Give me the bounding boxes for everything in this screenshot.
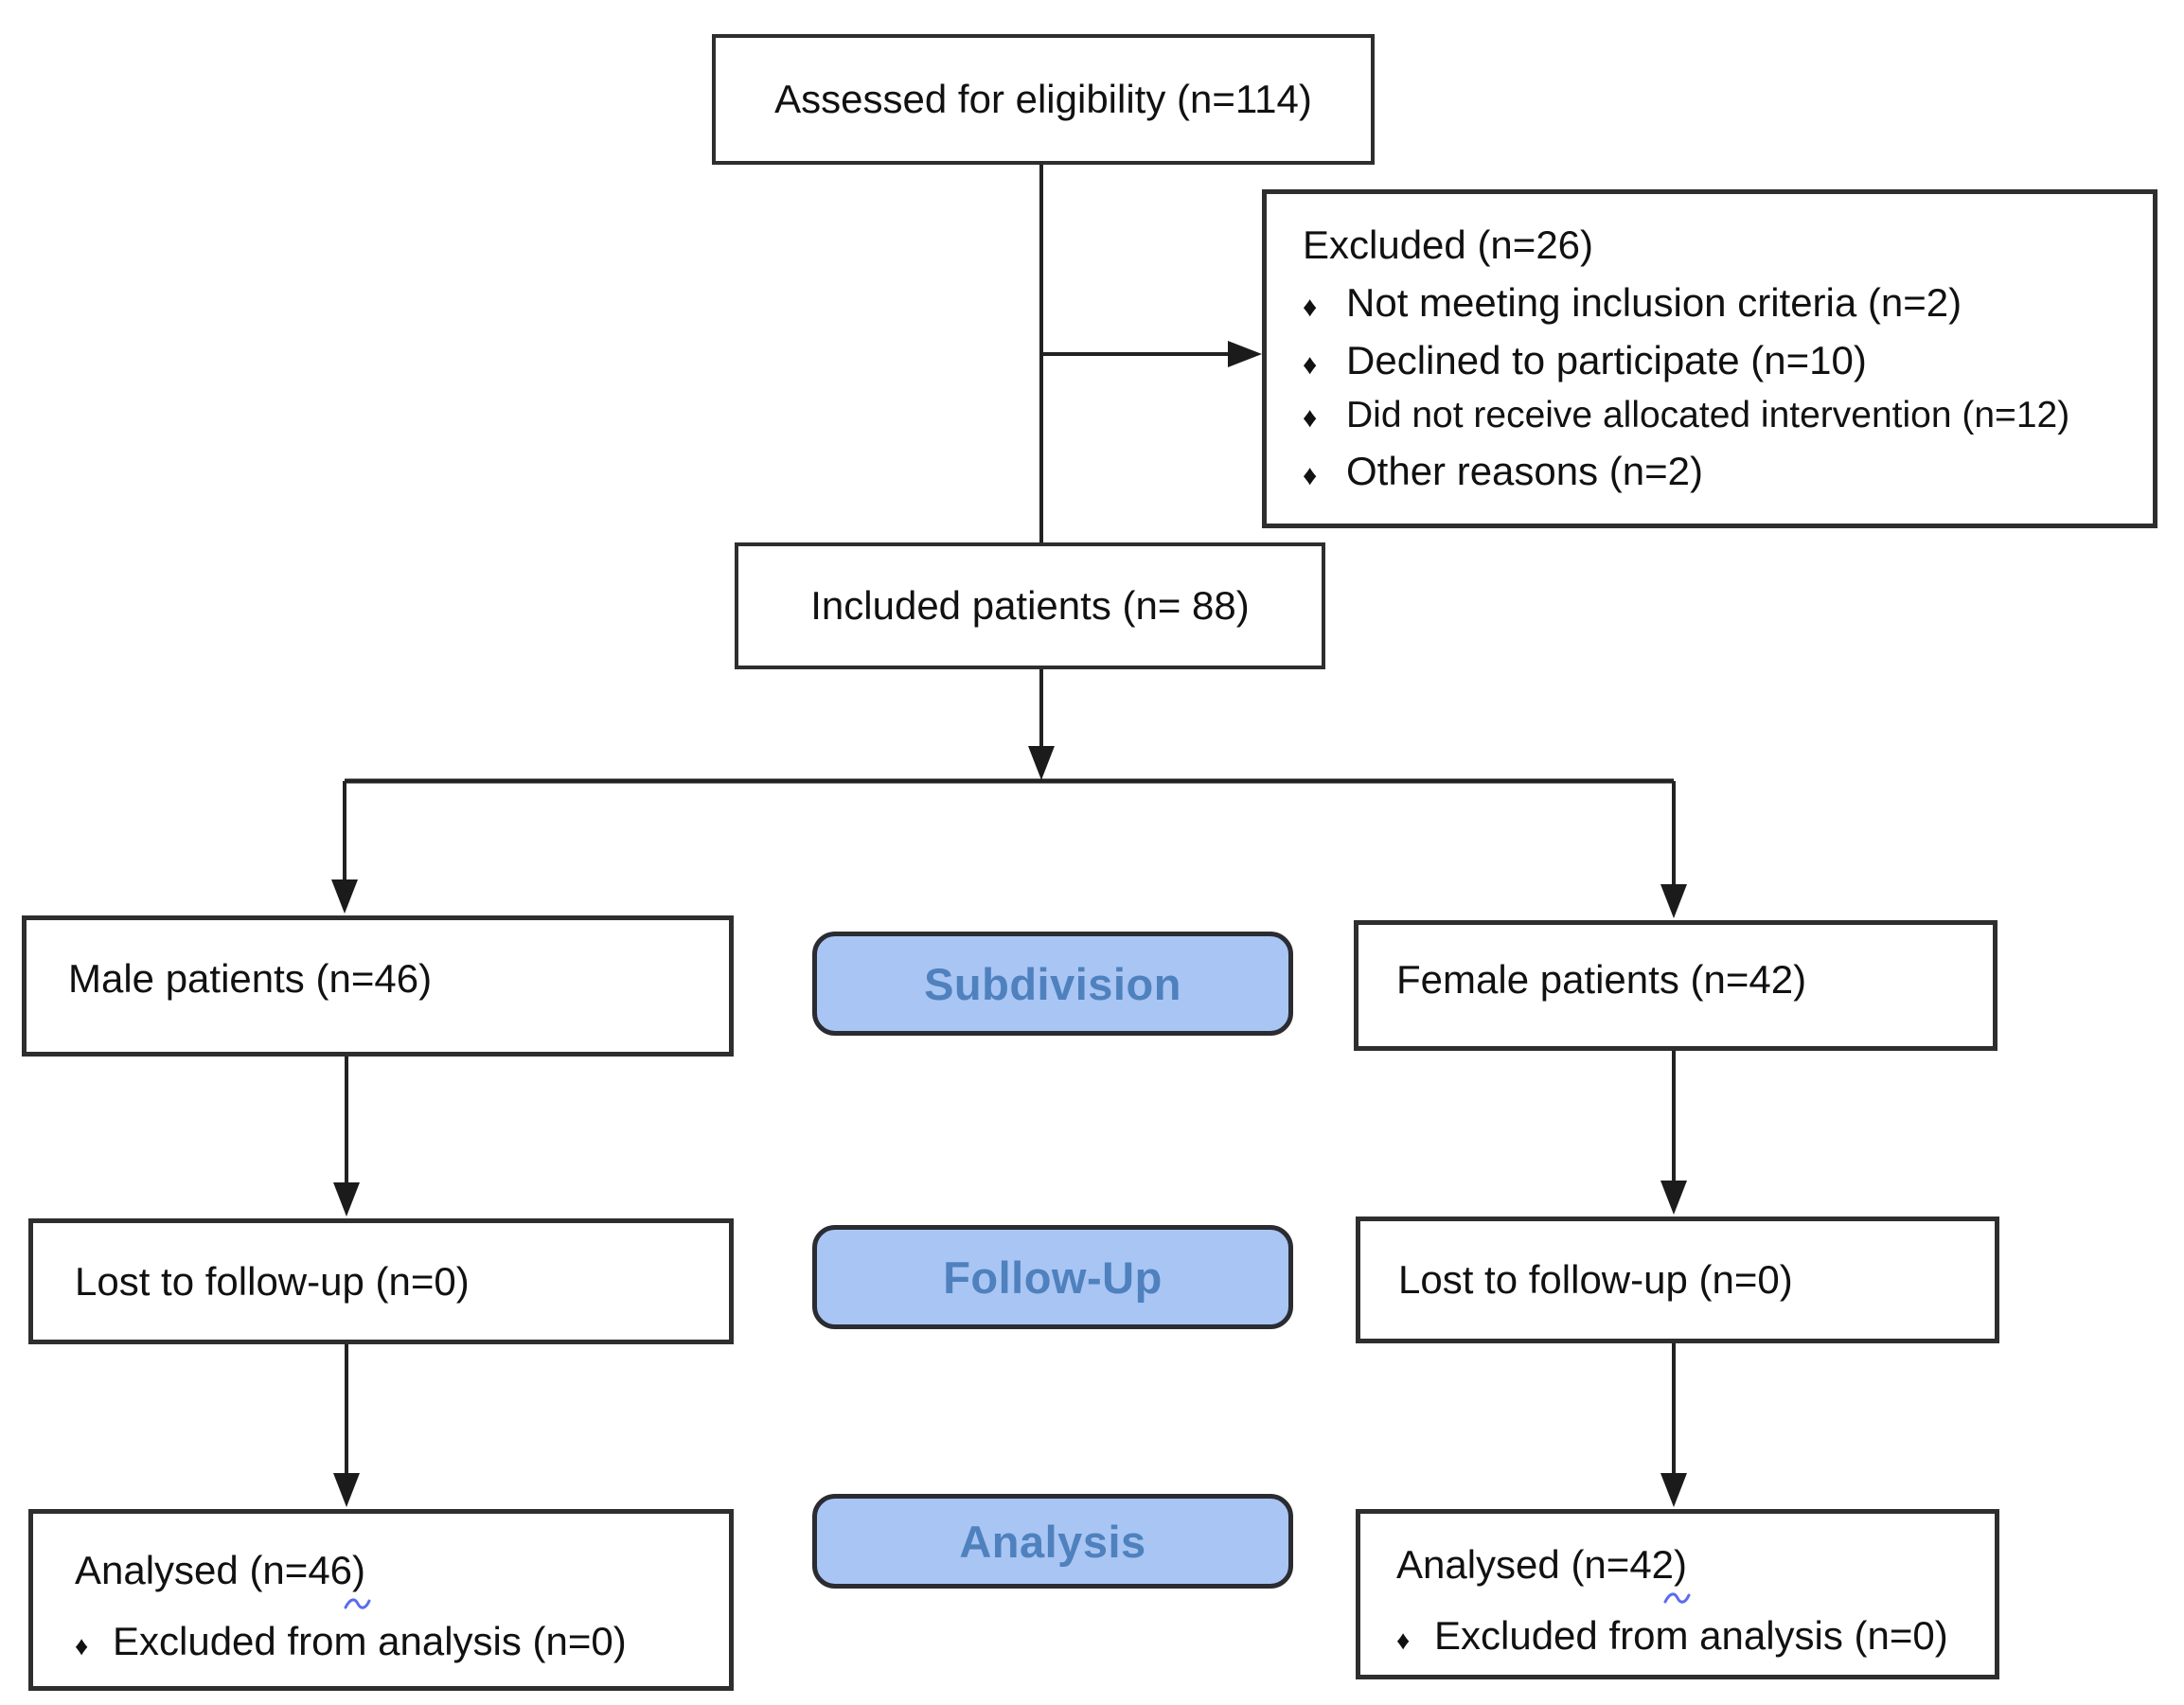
diamond-bullet-icon: ♦ [1303,291,1318,323]
excluded-title: Excluded (n=26) [1303,222,1594,268]
excluded-item: ♦ Did not receive allocated intervention… [1303,393,2124,439]
arrowhead-excluded-icon [1228,341,1262,367]
analysed-left-item: ♦ Excluded from analysis (n=0) [75,1617,710,1667]
lost-right-label: Lost to follow-up (n=0) [1398,1257,1793,1302]
node-lost-followup-right: Lost to follow-up (n=0) [1356,1217,1999,1343]
node-excluded: Excluded (n=26) ♦ Not meeting inclusion … [1262,189,2157,528]
stage-label-analysis: Analysis [812,1494,1293,1589]
followup-label: Follow-Up [943,1252,1163,1303]
node-female-patients: Female patients (n=42) [1354,920,1998,1051]
node-male-patients: Male patients (n=46) [22,915,734,1057]
stage-label-subdivision: Subdivision [812,932,1293,1036]
excluded-item-label: Did not receive allocated intervention (… [1346,395,2070,436]
female-label: Female patients (n=42) [1396,957,1807,1002]
arrowhead-analysed-right-icon [1660,1473,1687,1507]
analysed-left-item-label: Excluded from analysis (n=0) [113,1618,627,1663]
analysed-left-title: Analysed (n=46) [75,1548,366,1592]
diamond-bullet-icon: ♦ [1303,348,1318,381]
diamond-bullet-icon: ♦ [1396,1625,1411,1655]
arrowhead-lost-right-icon [1660,1181,1687,1215]
node-assessed-eligibility: Assessed for eligibility (n=114) [712,34,1375,165]
diamond-bullet-icon: ♦ [75,1630,89,1661]
node-analysed-right: Analysed (n=42) ♦ Excluded from analysis… [1356,1509,1999,1679]
analysed-left-title-wrap: Analysed (n=46) [75,1546,371,1609]
excluded-item-label: Other reasons (n=2) [1346,449,1704,494]
diamond-bullet-icon: ♦ [1303,402,1318,435]
assessed-label: Assessed for eligibility (n=114) [774,76,1312,121]
analysed-right-title-wrap: Analysed (n=42) [1396,1540,1691,1604]
node-included-patients: Included patients (n= 88) [735,542,1325,669]
arrowhead-split-icon [1028,746,1055,780]
stage-label-followup: Follow-Up [812,1225,1293,1329]
excluded-item: ♦ Not meeting inclusion criteria (n=2) [1303,278,2124,329]
excluded-item-label: Not meeting inclusion criteria (n=2) [1346,279,1962,325]
excluded-item-label: Declined to participate (n=10) [1346,337,1867,382]
analysed-right-title: Analysed (n=42) [1396,1542,1688,1587]
analysed-right-item-label: Excluded from analysis (n=0) [1434,1612,1948,1658]
excluded-item: ♦ Declined to participate (n=10) [1303,336,2124,386]
spellcheck-squiggle-icon [344,1597,371,1609]
excluded-item: ♦ Other reasons (n=2) [1303,447,2124,497]
analysis-label: Analysis [959,1516,1146,1567]
included-label: Included patients (n= 88) [810,582,1250,628]
arrowhead-female-icon [1660,884,1687,918]
arrowhead-analysed-left-icon [333,1473,360,1507]
node-lost-followup-left: Lost to follow-up (n=0) [28,1218,734,1344]
lost-left-label: Lost to follow-up (n=0) [75,1259,470,1304]
male-label: Male patients (n=46) [68,956,433,1001]
analysed-right-item: ♦ Excluded from analysis (n=0) [1396,1611,1976,1661]
spellcheck-squiggle-icon [1663,1591,1691,1604]
subdivision-label: Subdivision [924,958,1181,1009]
arrowhead-lost-left-icon [333,1182,360,1217]
arrowhead-male-icon [331,879,358,914]
diamond-bullet-icon: ♦ [1303,460,1318,492]
node-analysed-left: Analysed (n=46) ♦ Excluded from analysis… [28,1509,734,1691]
